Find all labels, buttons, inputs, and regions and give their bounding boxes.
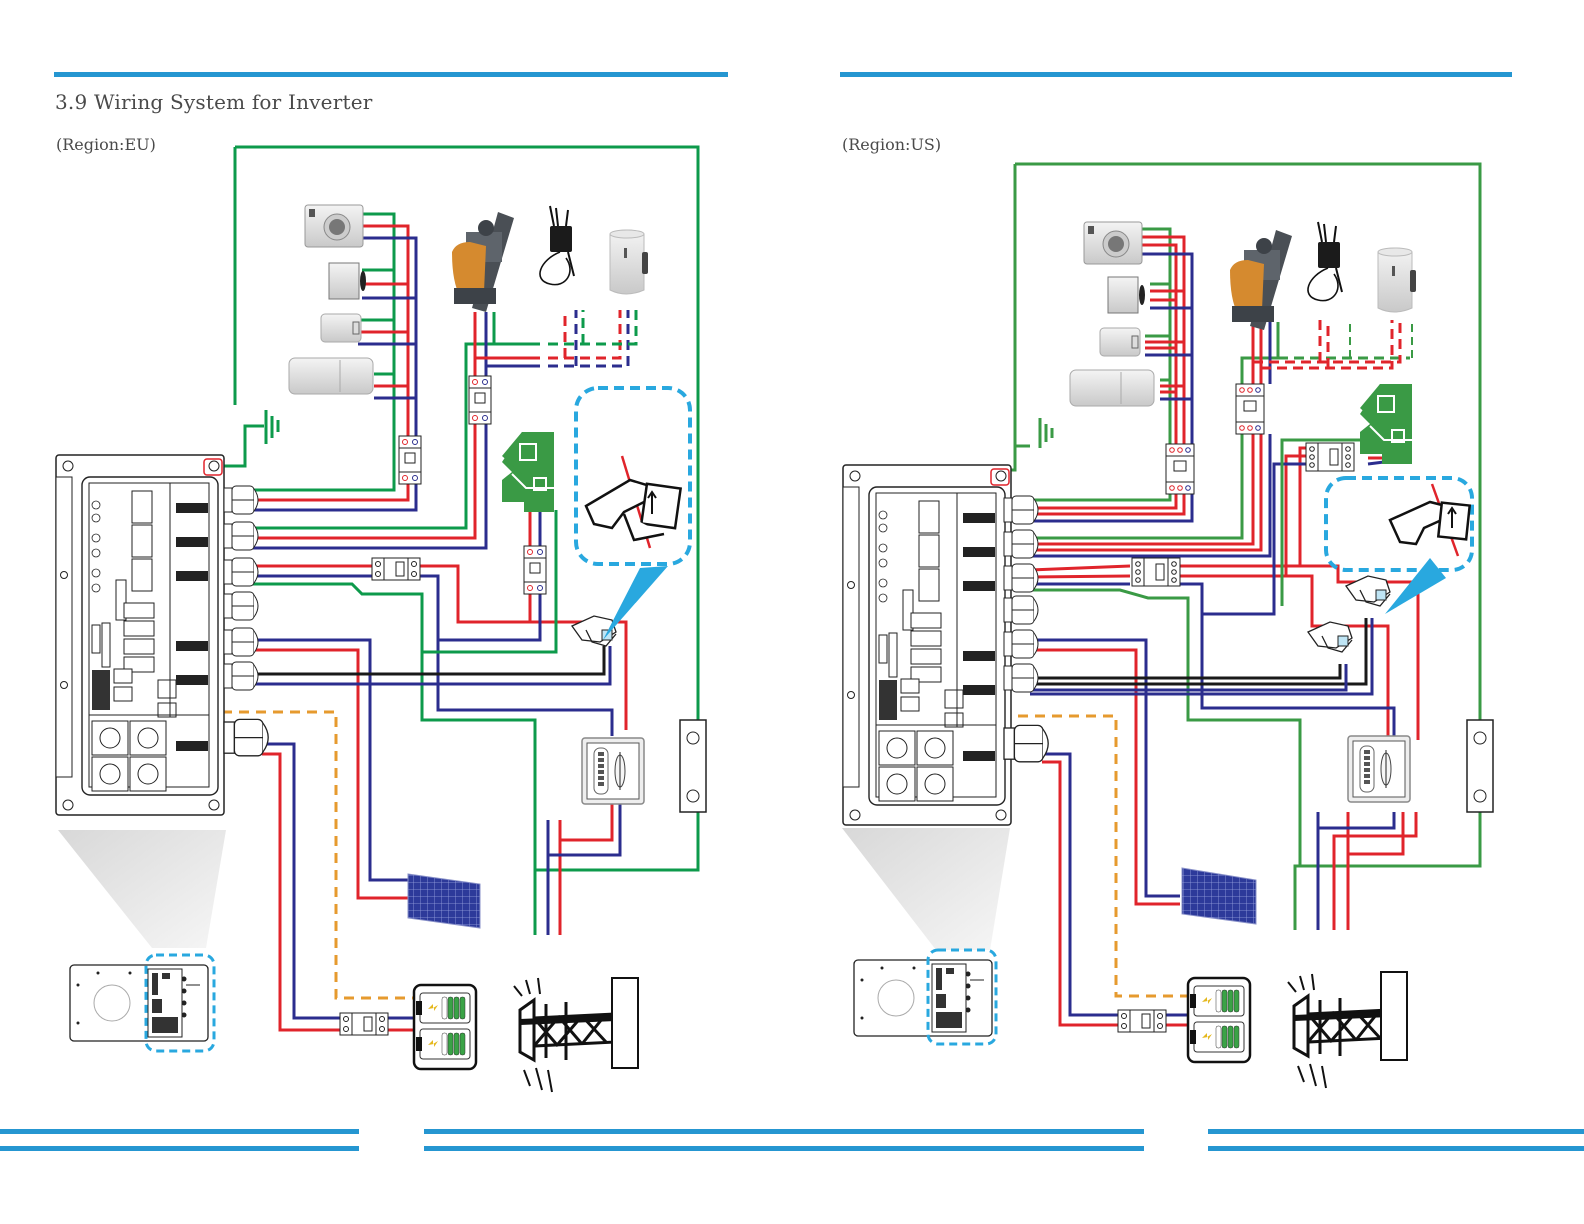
energy-meter-icon <box>582 738 644 804</box>
ct-clamp-large-icon <box>586 480 681 540</box>
breaker-icon <box>469 376 491 424</box>
energy-meter-icon <box>1348 736 1410 802</box>
line-wire <box>262 754 416 1030</box>
line-wire <box>250 484 408 500</box>
generator-icon <box>452 212 514 312</box>
micro-inverter-icon <box>540 206 574 285</box>
breaker-icon <box>524 546 546 594</box>
neutral-wire <box>250 576 612 736</box>
grid-outlet-icon <box>680 720 706 812</box>
grid-utility-box <box>1381 972 1407 1060</box>
line-wire <box>1030 650 1180 904</box>
water-heater-icon <box>1100 328 1140 356</box>
grid-outlet-icon <box>1467 720 1493 812</box>
ground-wire <box>1000 164 1015 470</box>
ground-icon <box>266 410 278 444</box>
battery-icon <box>1188 978 1250 1062</box>
breaker-icon <box>399 436 421 484</box>
inverter-overview-eu <box>58 830 226 1051</box>
dashed-smart-load-wires <box>1253 320 1400 368</box>
neutral-wire <box>250 484 416 510</box>
house-load-icon <box>502 432 554 512</box>
micro-inverter-icon <box>1308 222 1342 301</box>
neutral-wire <box>1318 812 1394 930</box>
line-wire <box>560 800 612 935</box>
line-wire <box>250 650 408 898</box>
inverter-overview-us <box>842 828 1010 1044</box>
dashed-smart-load-wires <box>548 310 636 366</box>
boiler-icon <box>289 358 373 394</box>
grid-tower-icon <box>1288 974 1396 1088</box>
breaker-icon <box>372 558 420 580</box>
breaker-icon <box>1306 443 1354 471</box>
dishwasher-icon <box>1108 277 1145 313</box>
cable-glands-eu <box>224 486 268 756</box>
dishwasher-icon <box>329 263 366 299</box>
washing-machine-icon <box>305 205 363 247</box>
ground-wire <box>1030 229 1170 500</box>
inverter-wiring-box-us <box>843 465 1011 825</box>
ground-wire <box>222 426 264 466</box>
neutral-wire <box>250 312 486 548</box>
ct-clamp-callout <box>1326 478 1472 614</box>
breaker-icon <box>1236 384 1264 434</box>
neutral-wire <box>1030 464 1394 740</box>
ground-wire <box>250 214 394 490</box>
water-heater-icon <box>321 314 361 342</box>
heat-pump-icon <box>1378 248 1416 312</box>
battery-icon <box>414 985 476 1069</box>
boiler-icon <box>1070 370 1154 406</box>
grid-tower-icon <box>514 978 622 1092</box>
washing-machine-icon <box>1084 222 1142 264</box>
house-load-icon <box>1360 384 1412 464</box>
ct-clamp-large-icon <box>1390 502 1470 544</box>
neutral-wire <box>250 640 408 880</box>
ground-icon <box>1040 418 1052 448</box>
generator-icon <box>1230 230 1292 330</box>
heat-pump-icon <box>610 230 648 294</box>
grid-utility-box <box>612 978 638 1068</box>
pv-panel-icon <box>1182 868 1256 924</box>
pv-panel-icon <box>408 874 480 928</box>
breaker-icon <box>340 1013 388 1035</box>
line-wire <box>250 312 475 538</box>
inverter-wiring-box-eu <box>56 455 224 815</box>
breaker-icon <box>1132 558 1180 586</box>
line-wire <box>1334 812 1416 930</box>
breaker-icon <box>1118 1010 1166 1032</box>
ct-clamp-callout <box>576 388 690 640</box>
breaker-icon <box>1166 444 1194 494</box>
